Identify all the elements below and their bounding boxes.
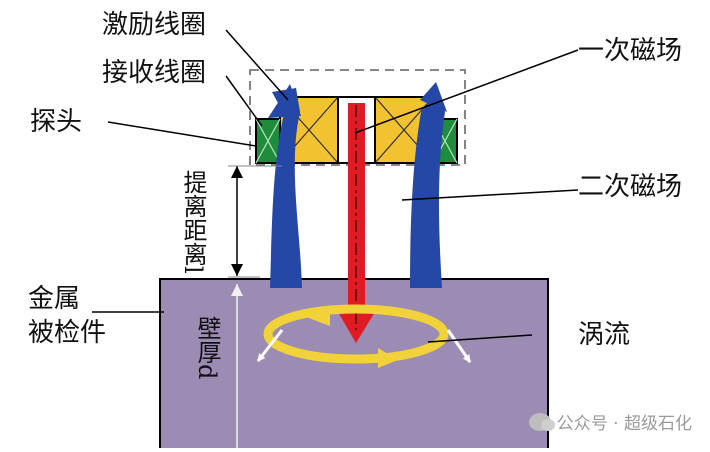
- watermark: 公众号 · 超级石化: [528, 409, 692, 434]
- label-metal-part-line1: 金属: [28, 284, 81, 314]
- label-wall-thickness: 壁厚d: [193, 316, 221, 380]
- label-probe: 探头: [30, 107, 83, 137]
- primary-field-shaft: [348, 103, 365, 318]
- eddy-current-ring: [263, 304, 449, 364]
- label-metal-part-line2: 被检件: [28, 318, 107, 348]
- label-liftoff-distance: 提离距离l: [179, 170, 207, 274]
- label-receiving-coil: 接收线圈: [102, 58, 207, 88]
- secondary-field-left: [270, 88, 302, 288]
- label-secondary-field: 二次磁场: [578, 172, 683, 202]
- probe-outline: [249, 69, 466, 166]
- primary-field-arrowhead: [338, 312, 375, 343]
- label-eddy-current: 涡流: [578, 320, 631, 350]
- wechat-icon: [528, 412, 555, 431]
- label-primary-field: 一次磁场: [578, 36, 683, 66]
- label-excitation-coil: 激励线圈: [102, 10, 207, 40]
- watermark-text: 公众号 · 超级石化: [556, 414, 692, 434]
- secondary-field-right: [410, 90, 445, 288]
